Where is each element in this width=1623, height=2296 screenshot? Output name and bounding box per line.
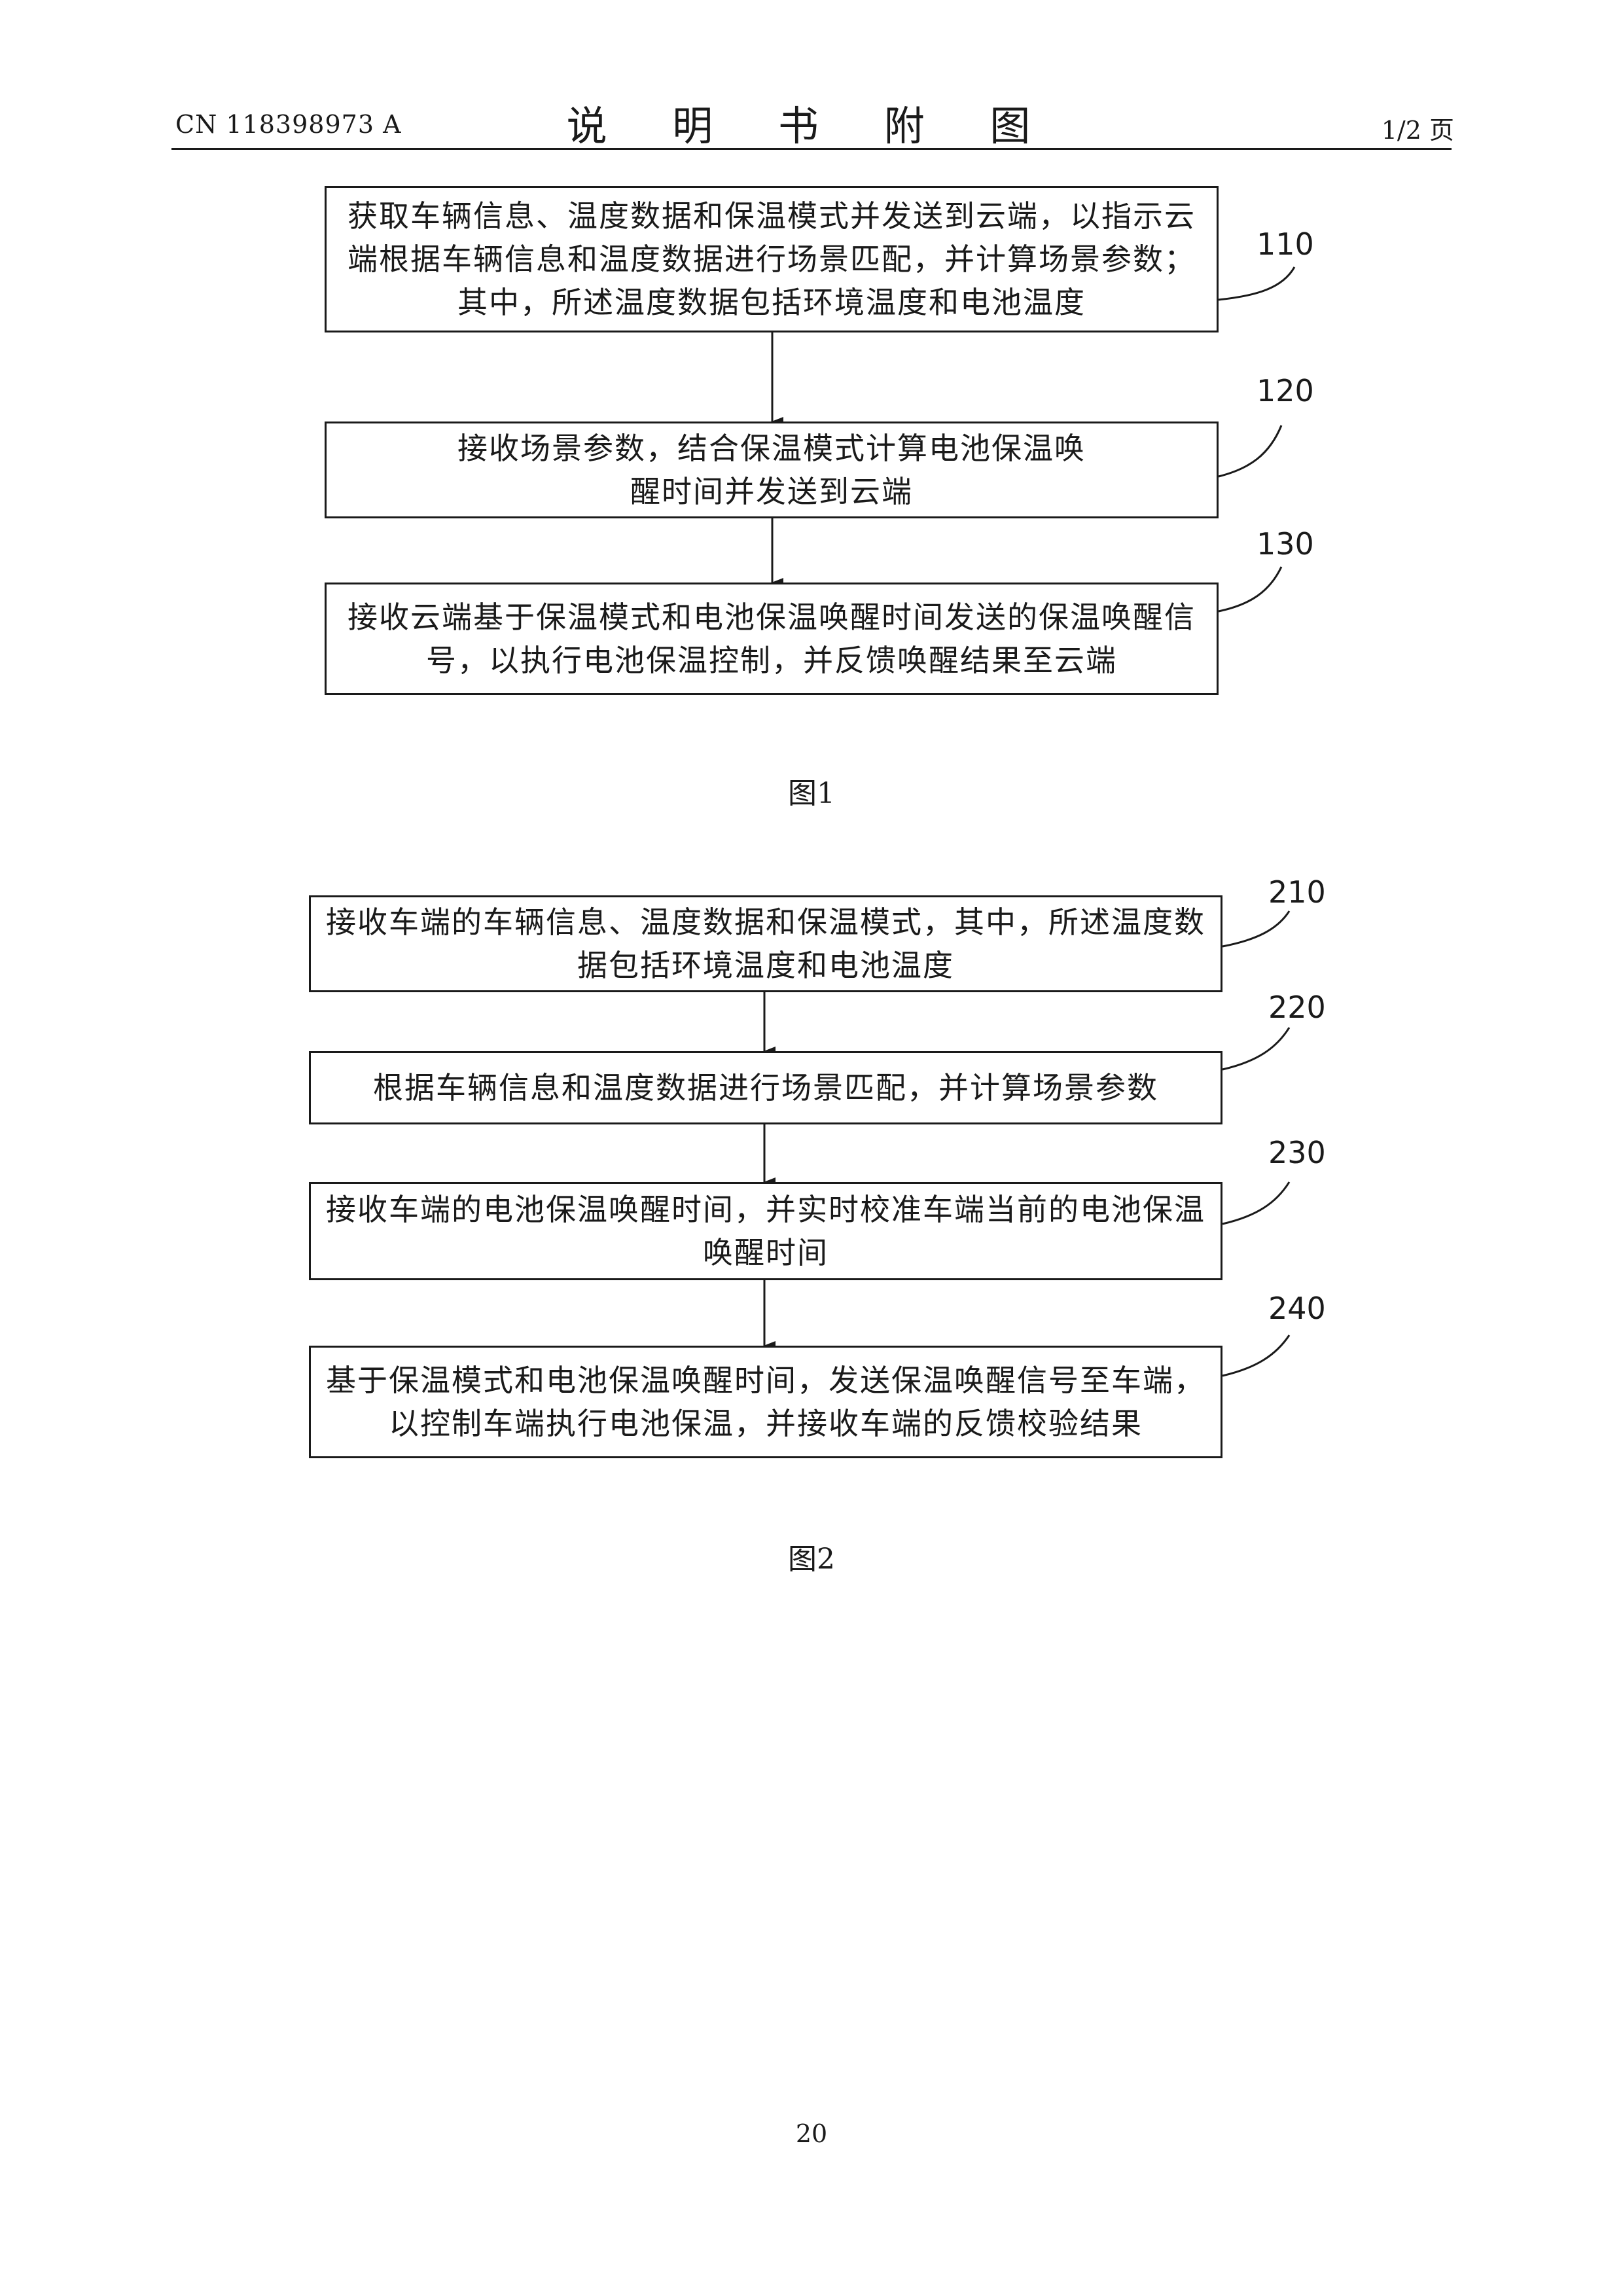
step-box-120: 接收场景参数，结合保温模式计算电池保温唤醒时间并发送到云端	[325, 422, 1219, 518]
step-text-240: 基于保温模式和电池保温唤醒时间，发送保温唤醒信号至车端，以控制车端执行电池保温，…	[323, 1359, 1209, 1445]
step-box-240: 基于保温模式和电池保温唤醒时间，发送保温唤醒信号至车端，以控制车端执行电池保温，…	[309, 1346, 1222, 1458]
leader-120	[1219, 425, 1281, 476]
leader-240	[1222, 1335, 1289, 1376]
step-text-220: 根据车辆信息和温度数据进行场景匹配，并计算场景参数	[323, 1066, 1209, 1109]
step-ref-120: 120	[1257, 373, 1314, 408]
step-ref-110: 110	[1257, 226, 1314, 262]
leader-210	[1222, 911, 1289, 946]
figure-1-caption: 图1	[0, 770, 1623, 812]
step-ref-230: 230	[1268, 1135, 1326, 1170]
step-text-110: 获取车辆信息、温度数据和保温模式并发送到云端，以指示云端根据车辆信息和温度数据进…	[338, 194, 1205, 324]
leader-130	[1219, 567, 1281, 611]
step-box-210: 接收车端的车辆信息、温度数据和保温模式，其中，所述温度数据包括环境温度和电池温度	[309, 895, 1222, 992]
leader-110	[1219, 267, 1294, 300]
page-number: 20	[0, 2119, 1623, 2148]
step-text-120: 接收场景参数，结合保温模式计算电池保温唤醒时间并发送到云端	[444, 427, 1099, 513]
leader-230	[1222, 1182, 1289, 1224]
step-box-110: 获取车辆信息、温度数据和保温模式并发送到云端，以指示云端根据车辆信息和温度数据进…	[325, 186, 1219, 332]
step-box-230: 接收车端的电池保温唤醒时间，并实时校准车端当前的电池保温唤醒时间	[309, 1182, 1222, 1280]
step-ref-220: 220	[1268, 990, 1326, 1025]
step-box-220: 根据车辆信息和温度数据进行场景匹配，并计算场景参数	[309, 1051, 1222, 1124]
step-text-130: 接收云端基于保温模式和电池保温唤醒时间发送的保温唤醒信号，以执行电池保温控制，并…	[338, 596, 1205, 682]
step-text-230: 接收车端的电池保温唤醒时间，并实时校准车端当前的电池保温唤醒时间	[323, 1188, 1209, 1274]
leader-220	[1222, 1028, 1289, 1069]
step-text-210: 接收车端的车辆信息、温度数据和保温模式，其中，所述温度数据包括环境温度和电池温度	[323, 901, 1209, 987]
step-ref-210: 210	[1268, 874, 1326, 910]
step-ref-130: 130	[1257, 526, 1314, 562]
step-ref-240: 240	[1268, 1291, 1326, 1326]
figure-2-caption: 图2	[0, 1535, 1623, 1577]
step-box-130: 接收云端基于保温模式和电池保温唤醒时间发送的保温唤醒信号，以执行电池保温控制，并…	[325, 583, 1219, 695]
